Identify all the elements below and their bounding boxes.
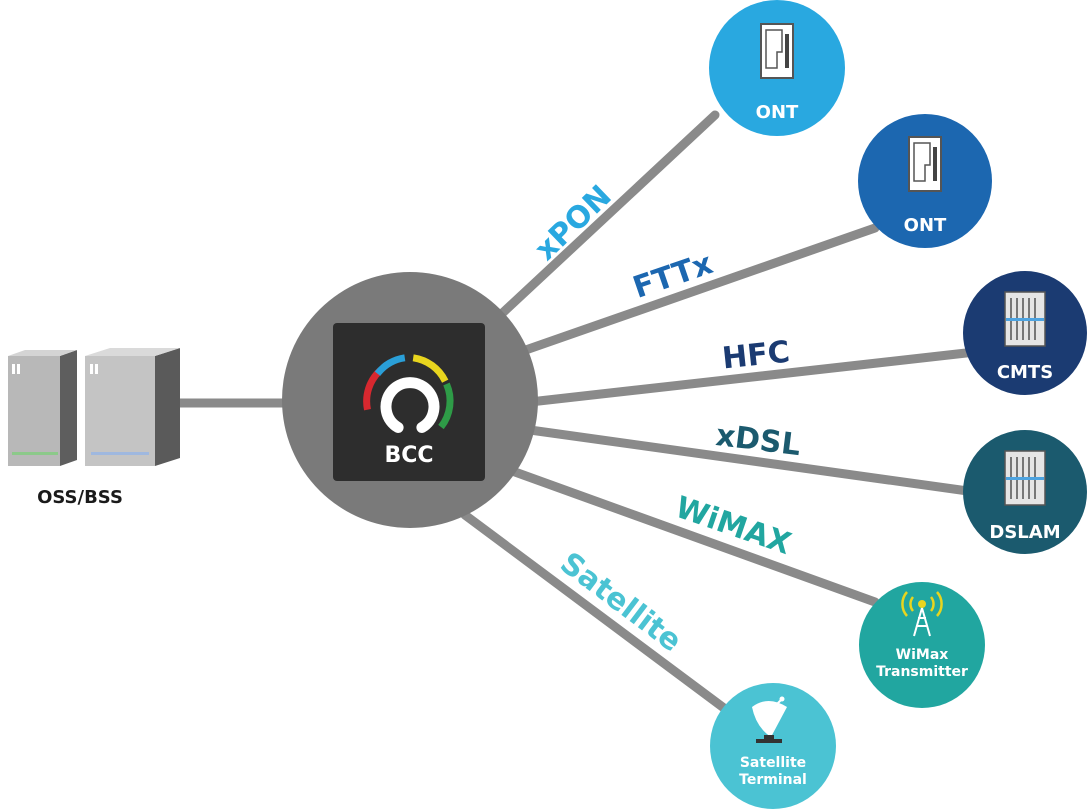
- connector-xdsl: [525, 425, 980, 497]
- endpoint-label: DSLAM: [989, 522, 1060, 543]
- server-icon: [8, 350, 77, 466]
- endpoint-cmts: CMTS: [963, 271, 1087, 395]
- connector-lines: [175, 110, 980, 725]
- bcc-hub: BCC: [282, 272, 538, 528]
- endpoint-ont-fttx: ONT: [858, 114, 992, 248]
- oss-bss-label: OSS/BSS: [37, 487, 123, 508]
- endpoint-label: Satellite: [740, 755, 806, 771]
- gauge-icon: [363, 354, 454, 433]
- satellite-dish-icon: [752, 696, 787, 743]
- connector-hfc: [525, 347, 980, 407]
- link-label-satellite: Satellite: [553, 546, 688, 659]
- oss-bss-servers: OSS/BSS: [8, 348, 180, 508]
- connector-satellite: [460, 510, 745, 725]
- link-label-hfc: HFC: [721, 335, 792, 377]
- endpoint-satellite-terminal: Satellite Terminal: [710, 683, 836, 809]
- hub-label: BCC: [384, 443, 433, 468]
- endpoint-label-line2: Transmitter: [876, 664, 968, 680]
- connector-wimax: [510, 467, 880, 607]
- hub-panel: [333, 323, 485, 481]
- endpoint-label: ONT: [756, 102, 799, 123]
- endpoint-dslam: DSLAM: [963, 430, 1087, 554]
- endpoint-label-line2: Terminal: [739, 772, 807, 788]
- endpoint-label: WiMax: [896, 647, 949, 663]
- server-icon: [85, 348, 180, 466]
- ont-icon: [760, 23, 794, 79]
- connector-xpon: [490, 110, 720, 325]
- endpoint-ont-xpon: ONT: [709, 0, 845, 136]
- connector-fttx: [515, 223, 880, 357]
- server-rack-icon: [1004, 291, 1046, 347]
- ont-icon: [908, 136, 942, 192]
- server-rack-icon: [1004, 450, 1046, 506]
- endpoint-label: CMTS: [997, 362, 1053, 383]
- endpoint-label: ONT: [904, 215, 947, 236]
- antenna-tower-icon: [901, 591, 943, 637]
- endpoint-wimax-transmitter: WiMax Transmitter: [859, 582, 985, 708]
